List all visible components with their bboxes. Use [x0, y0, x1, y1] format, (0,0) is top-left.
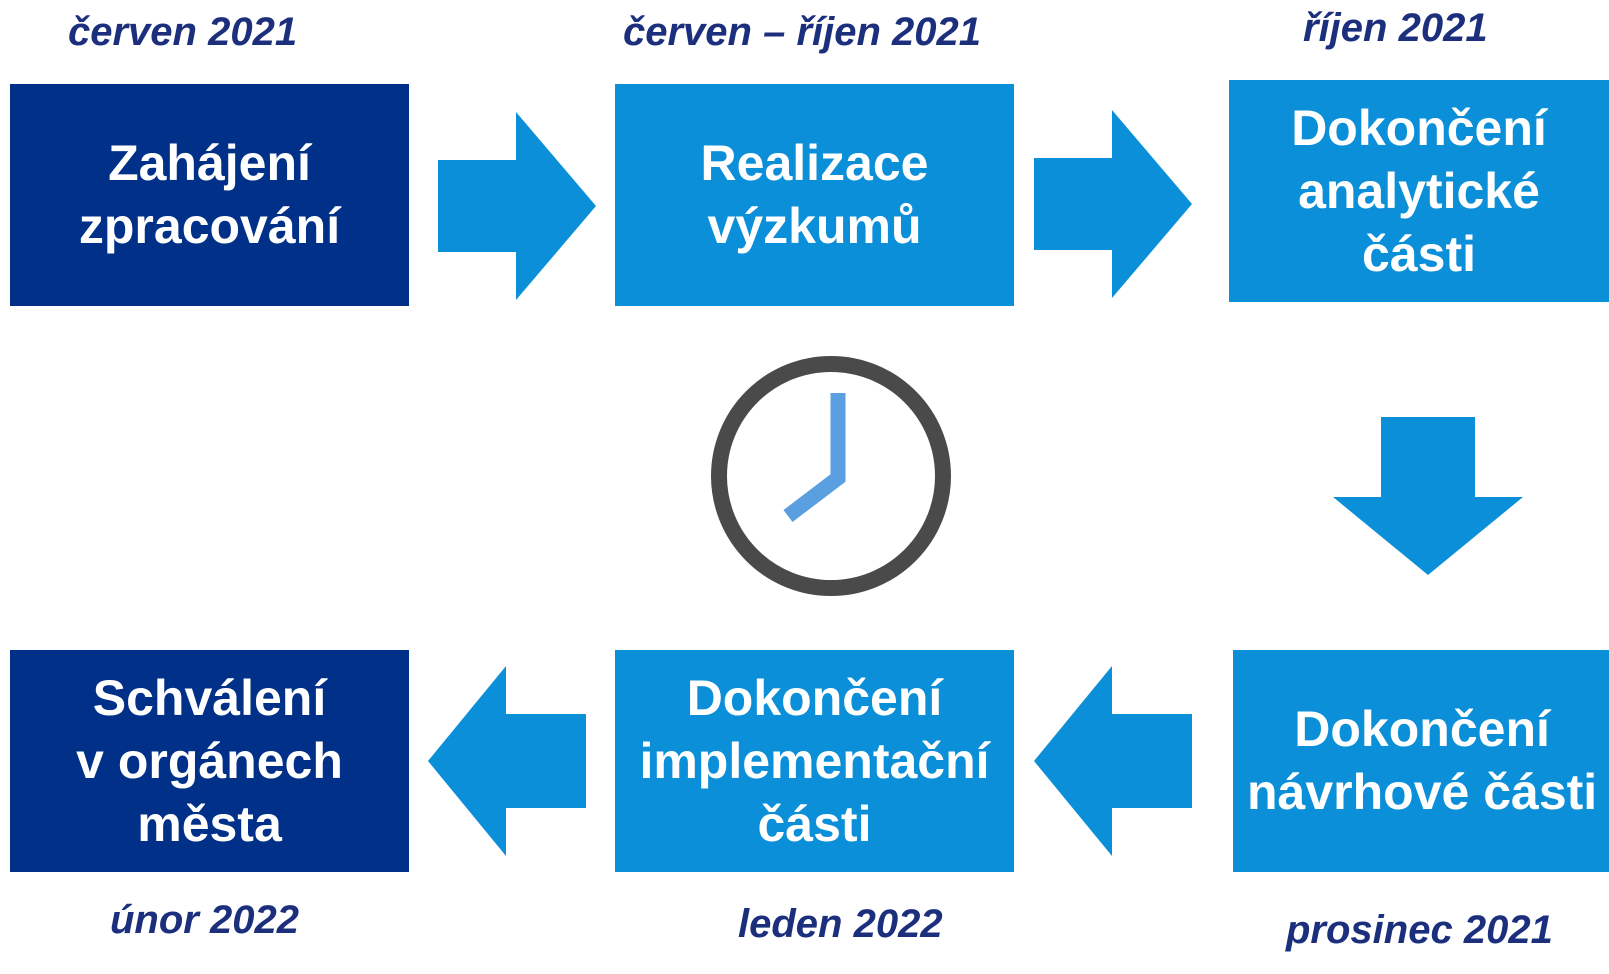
step-6-box: Schválení v orgánech města	[10, 650, 409, 872]
step-4-label: Dokončení návrhové části	[1247, 701, 1598, 820]
step-2-box: Realizace výzkumů	[615, 84, 1014, 306]
arrow-down-icon	[1333, 417, 1523, 575]
arrow-right-icon	[1034, 110, 1192, 298]
arrow-left-icon	[1034, 666, 1192, 856]
step-4-date: prosinec 2021	[1286, 908, 1553, 952]
clock-icon	[711, 356, 951, 596]
step-5-box: Dokončení implementační části	[615, 650, 1014, 872]
step-2-label: Realizace výzkumů	[700, 135, 929, 254]
arrow-right-icon	[438, 112, 596, 300]
step-1-label: Zahájení zpracování	[78, 135, 341, 254]
arrow-left-icon	[428, 666, 586, 856]
step-5-label: Dokončení implementační části	[639, 669, 990, 852]
step-5-date: leden 2022	[738, 902, 943, 946]
step-3-label: Dokončení analytické části	[1291, 99, 1547, 282]
step-4-box: Dokončení návrhové části	[1233, 650, 1609, 872]
step-6-label: Schválení v orgánech města	[76, 669, 343, 852]
step-6-date: únor 2022	[110, 898, 299, 942]
step-1-box: Zahájení zpracování	[10, 84, 409, 306]
step-3-box: Dokončení analytické části	[1229, 80, 1609, 302]
step-3-date: říjen 2021	[1303, 6, 1488, 50]
step-1-date: červen 2021	[68, 10, 298, 54]
step-2-date: červen – říjen 2021	[623, 10, 982, 54]
